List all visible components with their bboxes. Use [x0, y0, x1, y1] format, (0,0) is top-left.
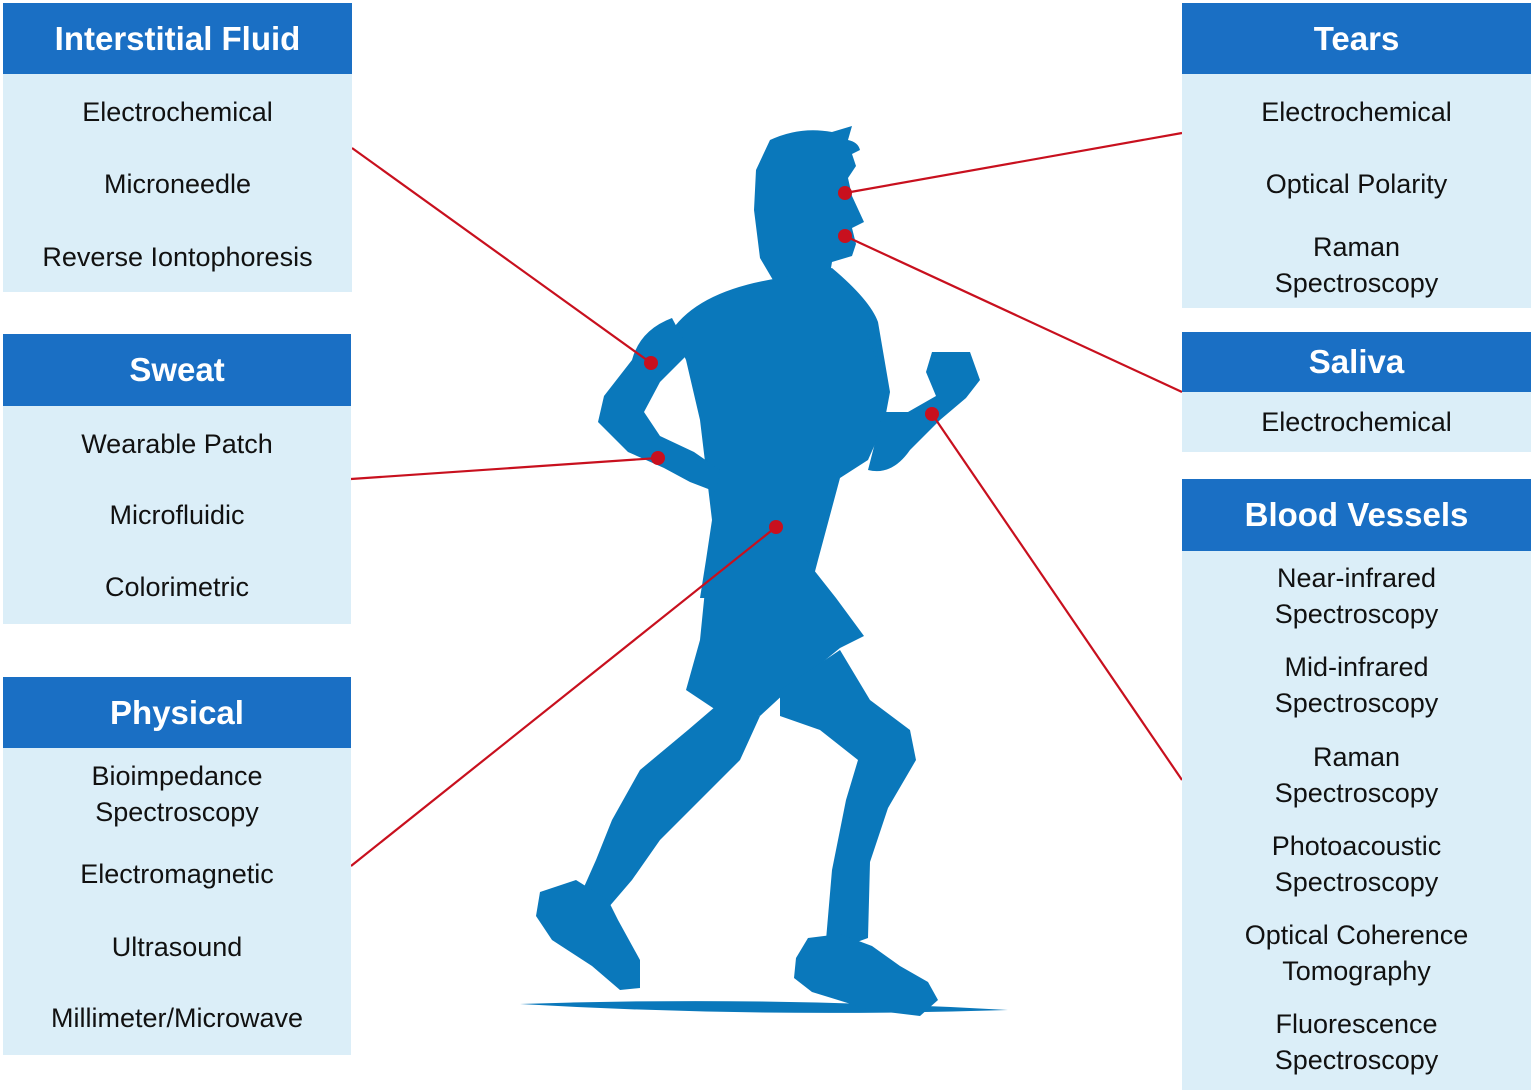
runner-back-arm	[598, 318, 720, 492]
panel-blood-vessels: Blood Vessels Near-infrared Spectroscopy…	[1182, 479, 1531, 1090]
connectors	[350, 131, 1183, 867]
connector-physical	[350, 526, 777, 867]
panel-sweat-body: Wearable Patch Microfluidic Colorimetric	[3, 406, 351, 624]
panel-interstitial-fluid: Interstitial Fluid Electrochemical Micro…	[3, 3, 352, 292]
panel-physical-body: Bioimpedance Spectroscopy Electromagneti…	[3, 748, 351, 1055]
list-item: Raman Spectroscopy	[1274, 742, 1439, 808]
panel-tears-body: Electrochemical Optical Polarity Raman S…	[1182, 74, 1531, 308]
panel-blood-vessels-body: Near-infrared Spectroscopy Mid-infrared …	[1182, 551, 1531, 1090]
list-item: Microneedle	[103, 169, 252, 199]
connector-blood	[931, 413, 1183, 781]
connector-sweat	[350, 456, 659, 481]
connector-interstitial	[351, 147, 652, 364]
panel-sweat-title: Sweat	[3, 334, 351, 406]
list-item: Fluorescence Spectroscopy	[1274, 1009, 1439, 1075]
runner-front-leg	[780, 650, 916, 946]
list-item: Wearable Patch	[81, 429, 273, 459]
list-item: Electrochemical	[82, 97, 273, 127]
sensor-point-mouth	[838, 229, 852, 243]
panel-interstitial-fluid-body: Electrochemical Microneedle Reverse Iont…	[3, 74, 352, 292]
panel-tears: Tears Electrochemical Optical Polarity R…	[1182, 3, 1531, 308]
sensor-point-upper-arm	[644, 356, 658, 370]
panel-interstitial-fluid-title: Interstitial Fluid	[3, 3, 352, 74]
ground-shadow	[520, 1001, 1008, 1013]
list-item: Bioimpedance Spectroscopy	[91, 761, 263, 827]
list-item: Ultrasound	[111, 932, 243, 962]
list-item: Millimeter/Microwave	[50, 1003, 304, 1033]
list-item: Raman Spectroscopy	[1274, 232, 1439, 298]
panel-tears-title: Tears	[1182, 3, 1531, 74]
sensor-point-abdomen	[769, 520, 783, 534]
list-item: Near-infrared Spectroscopy	[1274, 563, 1439, 629]
list-item: Mid-infrared Spectroscopy	[1274, 652, 1439, 718]
runner-front-arm	[866, 330, 980, 472]
panel-blood-vessels-title: Blood Vessels	[1182, 479, 1531, 551]
connector-tears	[844, 131, 1183, 195]
connector-saliva	[844, 235, 1183, 393]
sensor-points	[644, 186, 939, 534]
sensor-point-eye	[838, 186, 852, 200]
panel-saliva-title: Saliva	[1182, 332, 1531, 392]
panel-sweat: Sweat Wearable Patch Microfluidic Colori…	[3, 334, 351, 624]
list-item: Reverse Iontophoresis	[42, 242, 313, 272]
runner-back-leg	[580, 706, 760, 908]
sensor-point-wrist	[925, 407, 939, 421]
list-item: Optical Polarity	[1265, 169, 1448, 199]
list-item: Microfluidic	[109, 500, 245, 530]
panel-saliva: Saliva Electrochemical	[1182, 332, 1531, 452]
list-item: Electrochemical	[1261, 407, 1452, 437]
runner-front-shoe	[794, 934, 938, 1016]
runner-torso	[672, 268, 890, 598]
list-item: Electromagnetic	[80, 859, 274, 889]
list-item: Electrochemical	[1261, 97, 1452, 127]
panel-physical: Physical Bioimpedance Spectroscopy Elect…	[3, 677, 351, 1055]
panel-physical-title: Physical	[3, 677, 351, 748]
runner-head	[754, 126, 864, 292]
list-item: Photoacoustic Spectroscopy	[1271, 831, 1442, 897]
list-item: Colorimetric	[104, 572, 250, 602]
list-item: Optical Coherence Tomography	[1244, 920, 1469, 986]
sensor-point-forearm	[651, 451, 665, 465]
runner-silhouette	[520, 126, 1008, 1016]
panel-saliva-body: Electrochemical	[1182, 392, 1531, 452]
runner-shorts	[686, 560, 864, 716]
runner-back-shoe	[536, 880, 640, 990]
